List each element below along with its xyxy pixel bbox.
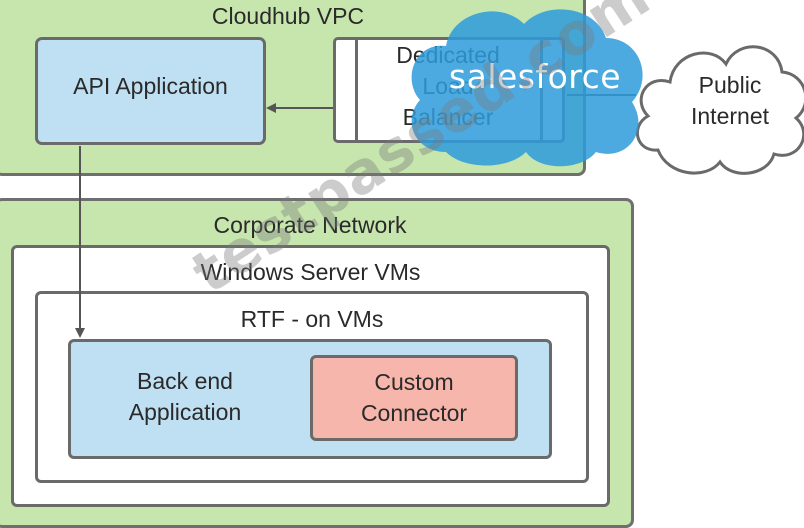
cloudhub-vpc-title: Cloudhub VPC xyxy=(211,3,365,29)
backend-line-2: Application xyxy=(128,399,242,425)
custom-connector-box xyxy=(310,355,518,441)
load-balancer-left-bar xyxy=(355,40,358,140)
salesforce-logo-icon xyxy=(411,9,643,167)
public-internet-cloud-icon xyxy=(636,45,804,175)
rtf-on-vms-title: RTF - on VMs xyxy=(240,306,384,332)
custom-connector-label: Custom Connector xyxy=(310,367,518,429)
connector-line-1: Custom xyxy=(374,369,454,395)
public-internet-line-2: Internet xyxy=(691,103,769,129)
salesforce-logo-text: salesforce xyxy=(448,57,622,96)
connector-line-2: Connector xyxy=(360,400,468,426)
corporate-network-title: Corporate Network xyxy=(213,212,407,238)
public-internet-label: Public Internet xyxy=(655,70,804,132)
windows-server-vms-title: Windows Server VMs xyxy=(200,259,421,285)
api-application-box xyxy=(35,37,266,145)
salesforce-cloud-shape xyxy=(411,9,643,167)
cloud-shape xyxy=(636,45,804,175)
backend-line-1: Back end xyxy=(137,368,233,394)
api-application-label: API Application xyxy=(73,73,228,99)
public-internet-line-1: Public xyxy=(698,72,762,98)
backend-application-label: Back end Application xyxy=(100,366,270,428)
